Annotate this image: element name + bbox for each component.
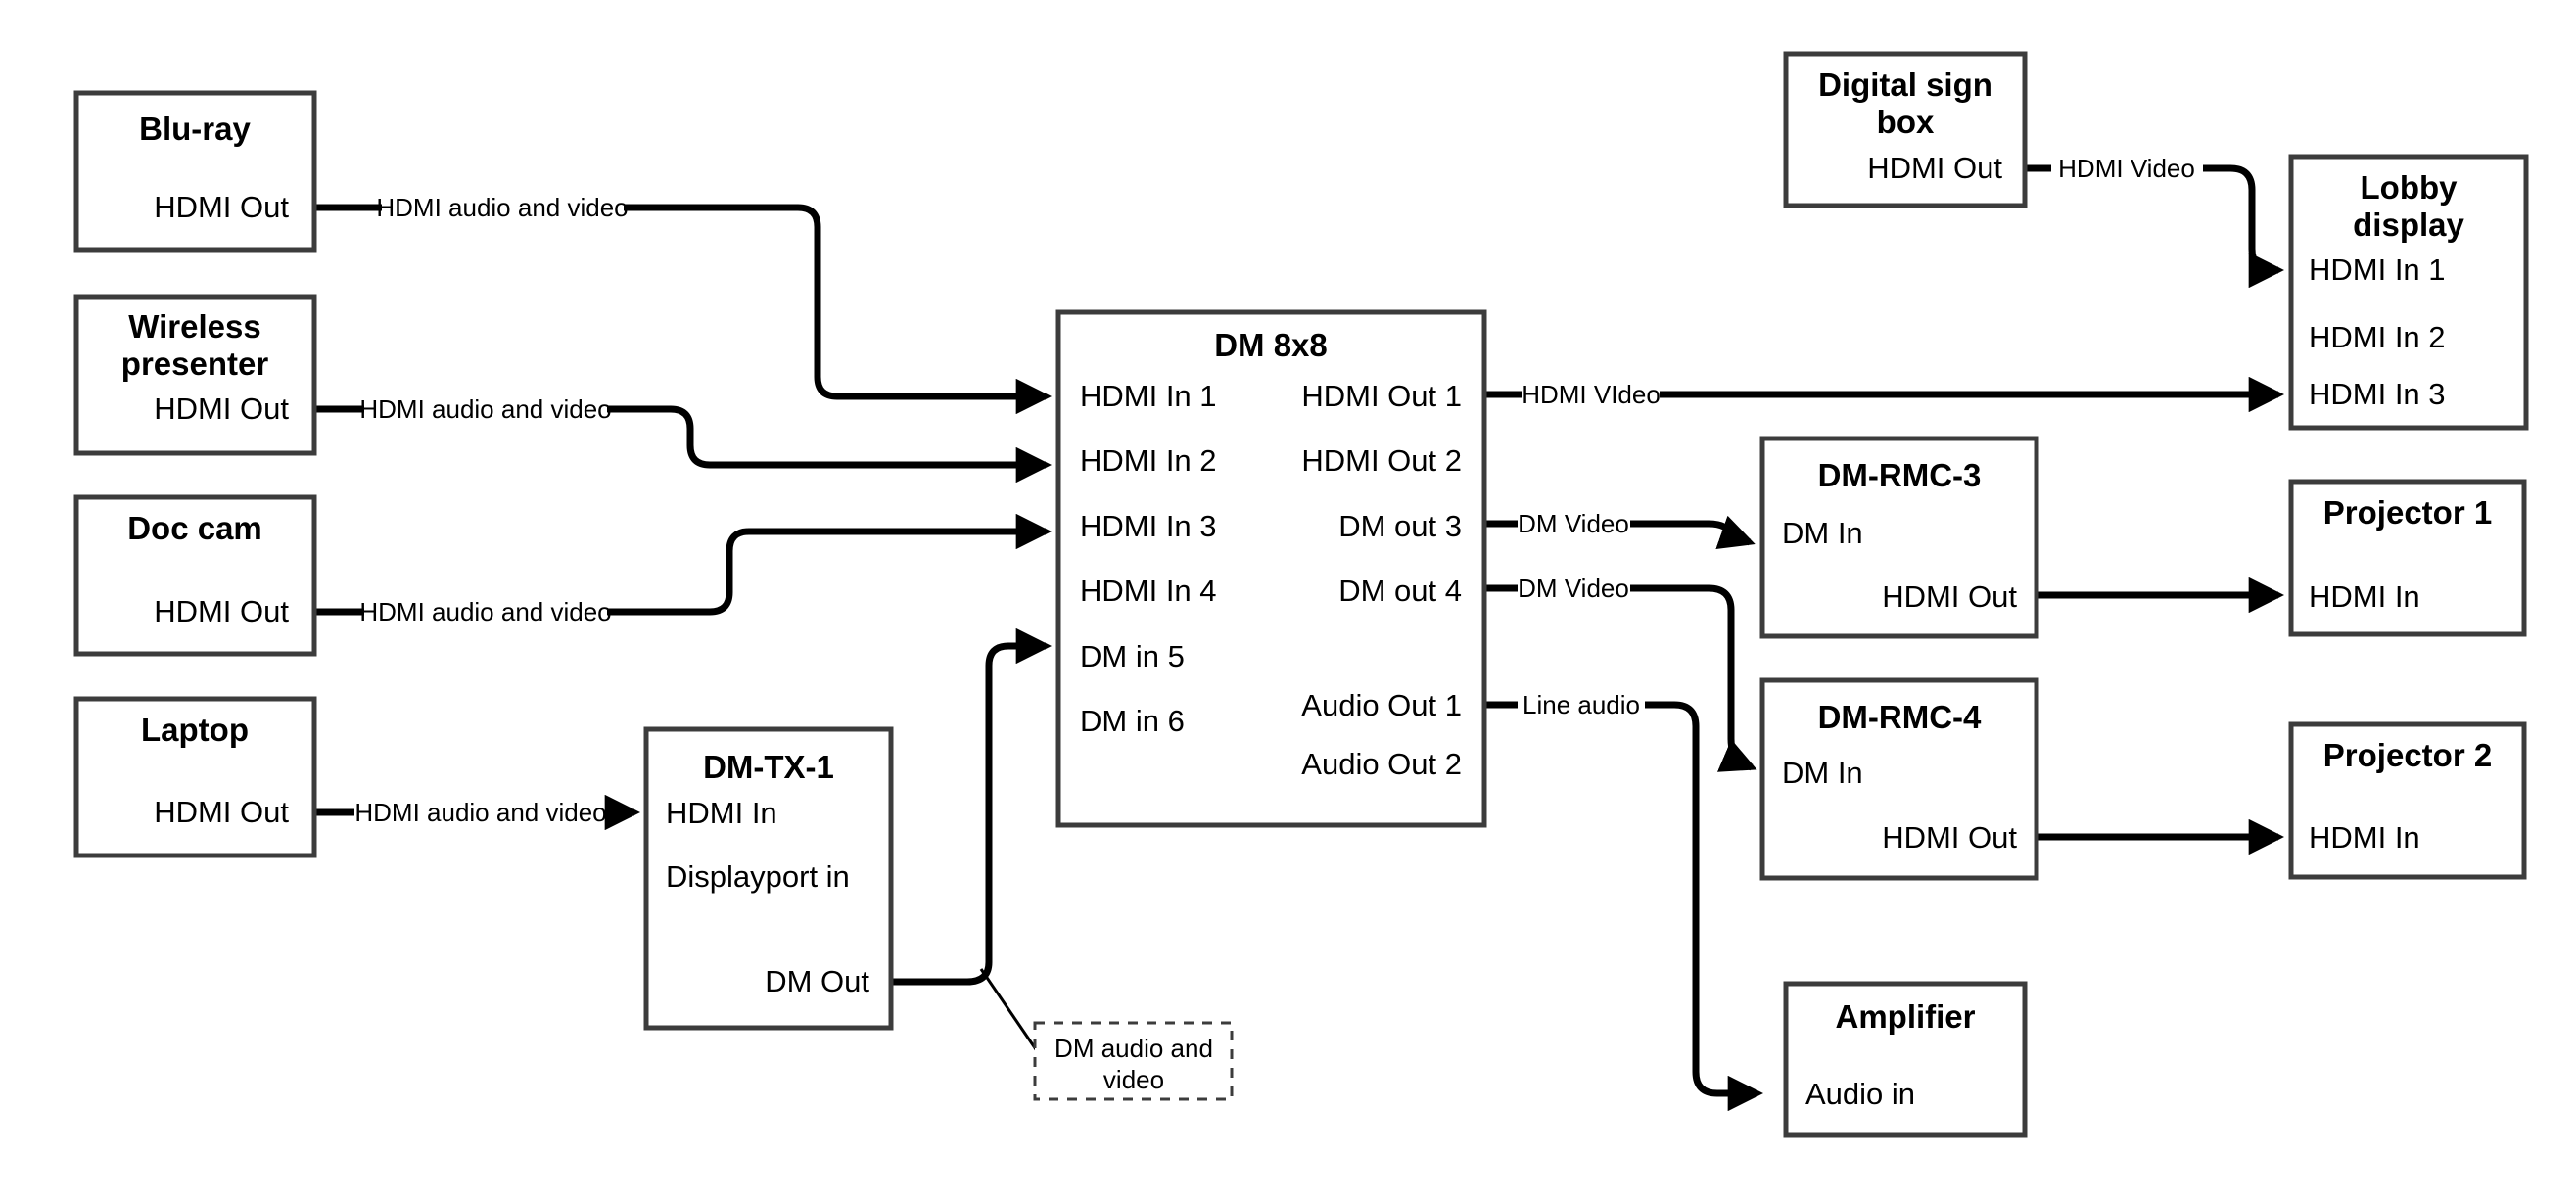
node-dm-8x8-port-dm-out-3: DM out 3 bbox=[1338, 509, 1462, 543]
node-projector-1[interactable]: Projector 1 HDMI In bbox=[2288, 479, 2527, 637]
node-dm-tx-1-port-displayport-in: Displayport in bbox=[666, 859, 850, 894]
node-wireless-presenter-title-line2: presenter bbox=[121, 346, 269, 382]
node-dm-rmc-4-port-hdmi-out: HDMI Out bbox=[1882, 820, 2017, 855]
node-dm-rmc-4-title: DM-RMC-4 bbox=[1818, 699, 1982, 735]
edge-label-laptop: HDMI audio and video bbox=[354, 798, 606, 827]
node-lobby-display-port-hdmi-in-3: HDMI In 3 bbox=[2309, 377, 2446, 411]
wire-dm8x8-to-dmrmc4 bbox=[1484, 584, 1752, 767]
wire-dm8x8-to-amplifier bbox=[1484, 701, 1757, 1093]
edge-label-dm-video-out4: DM Video bbox=[1518, 574, 1629, 603]
edge-label-doccam: HDMI audio and video bbox=[359, 597, 611, 626]
edge-labels-layer: HDMI audio and video HDMI audio and vide… bbox=[354, 154, 2194, 827]
wires-layer bbox=[314, 164, 2278, 1093]
node-projector-2[interactable]: Projector 2 HDMI In bbox=[2288, 721, 2527, 880]
callout-dm-audio-and-video-line1: DM audio and bbox=[1054, 1034, 1213, 1063]
node-projector-2-title: Projector 2 bbox=[2323, 737, 2492, 773]
node-bluray[interactable]: Blu-ray HDMI Out bbox=[73, 90, 317, 253]
node-dm-8x8-port-hdmi-in-4: HDMI In 4 bbox=[1080, 574, 1217, 608]
node-amplifier[interactable]: Amplifier Audio in bbox=[1783, 981, 2028, 1138]
node-lobby-display-title-line1: Lobby bbox=[2361, 169, 2459, 206]
node-lobby-display[interactable]: Lobby display HDMI In 1 HDMI In 2 HDMI I… bbox=[2288, 154, 2529, 431]
callout-dm-audio-and-video-line2: video bbox=[1103, 1065, 1164, 1094]
node-dm-rmc-4-port-dm-in: DM In bbox=[1782, 756, 1863, 790]
node-digital-sign-box-title-line2: box bbox=[1877, 104, 1935, 140]
node-lobby-display-port-hdmi-in-2: HDMI In 2 bbox=[2309, 320, 2446, 354]
node-projector-1-port-hdmi-in: HDMI In bbox=[2309, 579, 2420, 614]
node-digital-sign-box-title-line1: Digital sign bbox=[1818, 67, 1992, 103]
node-doc-cam-title: Doc cam bbox=[127, 510, 262, 546]
node-wireless-presenter[interactable]: Wireless presenter HDMI Out bbox=[73, 294, 317, 456]
node-bluray-port-hdmi-out: HDMI Out bbox=[154, 190, 289, 224]
node-dm-8x8[interactable]: DM 8x8 HDMI In 1 HDMI In 2 HDMI In 3 HDM… bbox=[1055, 309, 1487, 828]
node-dm-8x8-port-audio-out-2: Audio Out 2 bbox=[1301, 747, 1462, 781]
node-digital-sign-box-port-hdmi-out: HDMI Out bbox=[1867, 151, 2002, 185]
node-doc-cam-port-hdmi-out: HDMI Out bbox=[154, 594, 289, 628]
edge-label-dm-video-out3: DM Video bbox=[1518, 509, 1629, 538]
node-laptop-port-hdmi-out: HDMI Out bbox=[154, 795, 289, 829]
node-dm-8x8-port-hdmi-in-2: HDMI In 2 bbox=[1080, 443, 1217, 478]
wire-dmtx1-to-dm8x8 bbox=[891, 627, 1053, 986]
node-wireless-presenter-port-hdmi-out: HDMI Out bbox=[154, 392, 289, 426]
node-dm-tx-1-port-dm-out: DM Out bbox=[765, 964, 869, 998]
node-dm-rmc-3[interactable]: DM-RMC-3 DM In HDMI Out bbox=[1759, 436, 2039, 639]
edge-label-wireless: HDMI audio and video bbox=[359, 394, 611, 424]
node-laptop-title: Laptop bbox=[141, 712, 249, 748]
node-dm-8x8-title: DM 8x8 bbox=[1214, 327, 1328, 363]
node-dm-8x8-port-hdmi-out-1: HDMI Out 1 bbox=[1301, 379, 1462, 413]
node-amplifier-port-audio-in: Audio in bbox=[1805, 1077, 1915, 1111]
node-dm-8x8-port-hdmi-in-1: HDMI In 1 bbox=[1080, 379, 1217, 413]
node-wireless-presenter-title-line1: Wireless bbox=[128, 308, 260, 345]
node-digital-sign-box[interactable]: Digital sign box HDMI Out bbox=[1783, 51, 2028, 208]
node-dm-rmc-3-port-dm-in: DM In bbox=[1782, 516, 1863, 550]
node-bluray-title: Blu-ray bbox=[139, 111, 251, 147]
node-dm-tx-1[interactable]: DM-TX-1 HDMI In Displayport in DM Out bbox=[643, 726, 894, 1031]
callout-leader-line bbox=[979, 968, 1042, 1056]
node-dm-8x8-port-hdmi-in-3: HDMI In 3 bbox=[1080, 509, 1217, 543]
node-doc-cam[interactable]: Doc cam HDMI Out bbox=[73, 494, 317, 657]
node-dm-8x8-port-dm-in-5: DM in 5 bbox=[1080, 639, 1185, 673]
node-dm-tx-1-port-hdmi-in: HDMI In bbox=[666, 796, 777, 830]
node-dm-tx-1-title: DM-TX-1 bbox=[703, 749, 834, 785]
node-laptop[interactable]: Laptop HDMI Out bbox=[73, 696, 317, 858]
node-amplifier-title: Amplifier bbox=[1835, 998, 1975, 1035]
wire-signbox-to-lobby-in1 bbox=[2025, 164, 2278, 270]
node-dm-8x8-port-hdmi-out-2: HDMI Out 2 bbox=[1301, 443, 1462, 478]
node-dm-8x8-port-audio-out-1: Audio Out 1 bbox=[1301, 688, 1462, 722]
edge-label-hdmi-video-signbox: HDMI Video bbox=[2058, 154, 2195, 183]
wire-wireless-to-dm8x8 bbox=[314, 405, 1046, 465]
node-dm-rmc-3-title: DM-RMC-3 bbox=[1818, 457, 1982, 493]
edge-label-hdmi-video-out1: HDMI VIdeo bbox=[1522, 380, 1661, 409]
node-dm-8x8-port-dm-out-4: DM out 4 bbox=[1338, 574, 1462, 608]
node-lobby-display-port-hdmi-in-1: HDMI In 1 bbox=[2309, 253, 2446, 287]
edge-label-bluray: HDMI audio and video bbox=[376, 193, 628, 222]
wire-doccam-to-dm8x8 bbox=[314, 531, 1046, 616]
node-projector-1-title: Projector 1 bbox=[2323, 494, 2492, 531]
node-projector-2-port-hdmi-in: HDMI In bbox=[2309, 820, 2420, 855]
node-dm-8x8-port-dm-in-6: DM in 6 bbox=[1080, 704, 1185, 738]
callout-dm-audio-and-video: DM audio and video bbox=[1033, 1021, 1234, 1101]
wire-bluray-to-dm8x8 bbox=[314, 204, 1046, 396]
node-lobby-display-title-line2: display bbox=[2353, 207, 2464, 243]
wire-dm8x8-to-dmrmc3 bbox=[1484, 524, 1750, 542]
edge-label-line-audio: Line audio bbox=[1522, 690, 1640, 719]
node-dm-rmc-3-port-hdmi-out: HDMI Out bbox=[1882, 579, 2017, 614]
node-dm-rmc-4[interactable]: DM-RMC-4 DM In HDMI Out bbox=[1759, 677, 2039, 881]
